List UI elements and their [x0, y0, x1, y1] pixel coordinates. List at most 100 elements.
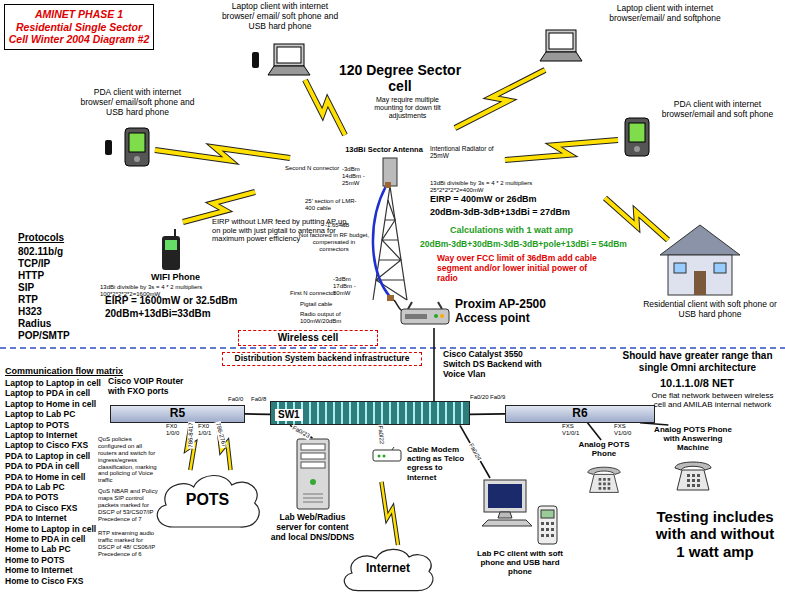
- pc-icon: [498, 512, 512, 518]
- modem-icon: [373, 450, 401, 461]
- web-server: Lab Web/Radius server for content and lo…: [270, 438, 355, 542]
- srv-icon: [297, 439, 329, 509]
- pc-icon: [488, 484, 522, 508]
- wireless-link: [305, 80, 345, 135]
- annotation: Laptop to POTS: [5, 421, 69, 431]
- annotation: SIP: [18, 282, 34, 294]
- annotation: PDA client with internet browser/ email/…: [80, 88, 195, 117]
- annotation: 120 Degree Sector cell: [335, 62, 465, 94]
- access-point: Proxim AP-2500 Access point: [400, 298, 570, 328]
- cable-modem: Cable Modem acting as Telco egress to In…: [372, 445, 467, 482]
- ap-icon: [434, 314, 438, 318]
- lab-pc: Lab PC client with soft phone and USB ha…: [470, 478, 570, 577]
- annotation: PDA to POTS: [5, 493, 59, 503]
- annotation: H323: [18, 306, 42, 318]
- ap-icon: [408, 302, 442, 309]
- srv-icon: [301, 462, 325, 468]
- annotation: Fa0/20: [470, 394, 489, 401]
- wireless-link: [605, 198, 668, 240]
- wifi-phone: [165, 240, 177, 250]
- pigtail-cable: [394, 300, 402, 311]
- title-box: AMINET PHASE 1 Residential Single Sector…: [4, 4, 154, 50]
- network-link: [588, 423, 602, 440]
- annotation: Residential client with soft phone or US…: [640, 300, 780, 320]
- wireless-link: [505, 140, 618, 160]
- node-text: Lab Web/Radius server for content and lo…: [270, 513, 355, 542]
- network-link: [470, 413, 505, 415]
- annotation: Laptop to Laptop in cell: [5, 379, 101, 389]
- annotation: Home to Internet: [5, 566, 73, 576]
- annotation: Home to PDA in cell: [5, 535, 85, 545]
- network-link: [470, 413, 505, 415]
- residence: [660, 225, 740, 295]
- pc-icon: [538, 506, 557, 544]
- annotation: Intentional Radiator of 25mW: [430, 145, 502, 160]
- domain-divider: [0, 347, 785, 349]
- annotation: QoS NBAR and Policy maps SIP control pac…: [98, 488, 160, 522]
- annotation: PDA client with internet browser/email a…: [660, 100, 775, 120]
- annotation: Communication flow matrix: [5, 366, 123, 376]
- pda-client: [125, 128, 149, 166]
- phone-icon: [677, 470, 709, 490]
- network-link: [434, 328, 435, 401]
- ap-icon: [405, 314, 427, 319]
- phone-icon: [586, 461, 622, 495]
- lightning-link: [382, 482, 399, 545]
- residence: [668, 255, 732, 295]
- annotation: Cisco Catalyst 3550 Switch DS Backend wi…: [443, 350, 548, 379]
- annotation: POP/SMTP: [18, 330, 70, 342]
- annotation: 10.1.1.0/8 NET: [660, 377, 770, 390]
- annotation: RTP: [18, 294, 38, 306]
- annotation: 13dBi divisible by 3s = 4 * 2 multiplier…: [430, 180, 555, 194]
- annotation: FX0 1/0/1: [198, 423, 216, 437]
- cloud-outline: [344, 549, 433, 590]
- wireless-link: [505, 140, 618, 160]
- laptop-client: [252, 44, 310, 75]
- annotation: FX0 1/0/0: [166, 423, 184, 437]
- srv-icon: [303, 494, 323, 502]
- pc-icon: [541, 510, 554, 518]
- node-text: R5: [115, 407, 240, 421]
- modem-icon: [372, 447, 402, 463]
- router-bar: R5: [110, 405, 245, 423]
- ap-icon: [401, 309, 449, 324]
- edge-label: 786-8417: [187, 421, 194, 448]
- wireless-link: [155, 148, 290, 161]
- wireless-link: [455, 70, 545, 128]
- annotation: FXS V1/0/1: [562, 423, 582, 437]
- annotation: -3dBm 14dBm - 25mW: [342, 166, 378, 187]
- srv-icon: [301, 453, 325, 459]
- analog-phone: Analog POTS Phone: [575, 440, 633, 495]
- annotation: Fa0/9: [490, 394, 505, 401]
- annotation: Laptop to Internet: [5, 431, 77, 441]
- ap-icon: [400, 300, 450, 326]
- node-text: R6: [510, 407, 650, 421]
- annotation: Home to POTS: [5, 556, 65, 566]
- node-text: Lab PC client with soft phone and USB ha…: [470, 549, 570, 577]
- phone-icon: [588, 468, 620, 475]
- cloud-outline: [157, 475, 259, 527]
- annotation: Second N connector: [285, 165, 340, 172]
- edge-label: Fa0/22: [377, 425, 385, 446]
- annotation: QoS policies configured on all routers a…: [98, 436, 160, 484]
- node-text: Analog POTS Phone with Answering Machine: [652, 425, 734, 453]
- lightning-link: [382, 482, 399, 545]
- annotation: PDA to PDA in cell: [5, 462, 79, 472]
- network-link: [588, 423, 602, 440]
- annotation: RTP streaming audio traffic marked for D…: [98, 530, 160, 558]
- srv-icon: [301, 444, 325, 450]
- wireless-link: [155, 70, 668, 240]
- annotation: Should have greater range than single Om…: [615, 350, 780, 373]
- cell-boundary-box: Wireless cell: [238, 330, 378, 346]
- ap-icon: [440, 314, 444, 318]
- antenna-tower: [373, 186, 407, 300]
- antenna-tower: [376, 200, 407, 300]
- antenna-tower: [373, 186, 407, 300]
- annotation: EIRP without LMR feed by putting AP up o…: [212, 218, 352, 244]
- srv-icon: [295, 438, 331, 510]
- annotation: EIRP = 400mW or 26dBm: [430, 194, 570, 204]
- annotation: Laptop to Lab PC: [5, 410, 75, 420]
- analog-phone: Analog POTS Phone with Answering Machine: [652, 425, 734, 492]
- node-text: SW1: [275, 409, 303, 421]
- node-text: Cable Modem acting as Telco egress to In…: [407, 445, 467, 482]
